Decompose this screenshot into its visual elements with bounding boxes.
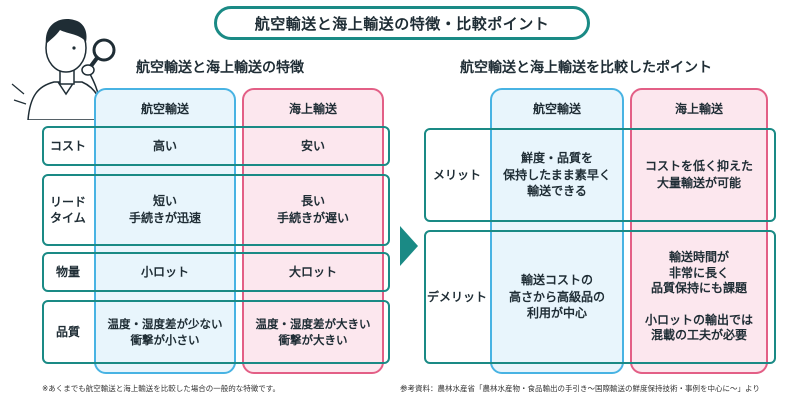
- cell-sea-cost: 安い: [300, 138, 325, 153]
- left-row-quality: [42, 300, 390, 364]
- person-with-magnifier-illustration: [11, 19, 116, 120]
- left-row-leadtime: [42, 174, 390, 246]
- row-label-volume: 物量: [55, 264, 80, 279]
- right-section-heading: 航空輸送と海上輸送を比較したポイント: [460, 60, 712, 76]
- footnote-right: 参考資料：農林水産省「農林水産物・食品輸出の手引き～国際輸送の鮮度保持技術・事例…: [400, 384, 760, 393]
- page-title: 航空輸送と海上輸送の特徴・比較ポイント: [214, 6, 590, 40]
- right-row-merit: [424, 128, 776, 222]
- left-row-volume: [42, 252, 390, 292]
- cell-sea-volume: 大ロット: [288, 264, 337, 279]
- cell-air-leadtime: 短い 手続きが迅速: [128, 194, 201, 225]
- left-section-heading: 航空輸送と海上輸送の特徴: [136, 60, 304, 76]
- row-label-cost: コスト: [49, 138, 86, 153]
- left-row-cost: [42, 126, 390, 166]
- cell-sea-leadtime: 長い 手続きが遅い: [276, 194, 349, 225]
- left-air-column: [94, 88, 236, 374]
- right-arrow-icon: [400, 226, 418, 266]
- cell-air-volume: 小ロット: [140, 264, 189, 279]
- left-sea-header: 海上輸送: [288, 101, 337, 116]
- row-label-leadtime: リード タイム: [50, 194, 87, 225]
- right-air-header: 航空輸送: [532, 101, 581, 116]
- cell-sea-quality: 温度・湿度差が大きい 衝撃が大きい: [255, 316, 371, 347]
- cell-air-demerit: 輸送コストの 高さから高級品の 利用が中心: [508, 272, 605, 321]
- row-label-quality: 品質: [55, 324, 80, 339]
- cell-air-quality: 温度・湿度差が少ない 衝撃が小さい: [107, 316, 223, 347]
- cell-air-merit: 鮮度・品質を 保持したまま素早く 輸送できる: [503, 150, 611, 199]
- cell-sea-merit: コストを低く抑えた 大量輸送が可能: [644, 159, 753, 190]
- cell-air-cost: 高い: [152, 138, 177, 153]
- right-row-demerit: [424, 230, 776, 364]
- row-label-merit: メリット: [432, 167, 481, 182]
- right-sea-header: 海上輸送: [674, 101, 723, 116]
- footnote-left: ※あくまでも航空輸送と海上輸送を比較した場合の一般的な特徴です。: [42, 384, 281, 393]
- row-label-demerit: デメリット: [426, 289, 487, 304]
- cell-sea-demerit: 輸送時間が 非常に長く 品質保持にも課題 小ロットの輸出では 混載の工夫が必要: [644, 250, 753, 343]
- left-air-header: 航空輸送: [140, 101, 189, 116]
- left-sea-column: [242, 88, 384, 374]
